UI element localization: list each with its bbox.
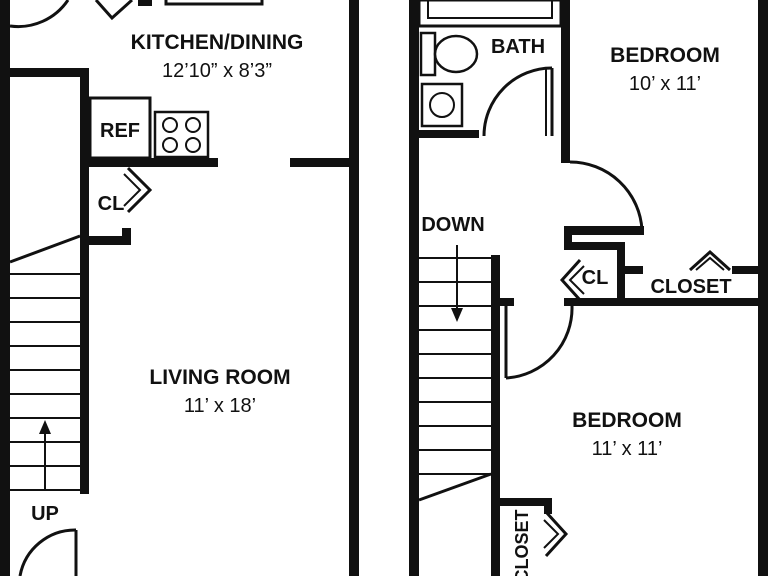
second-floor: BATH CL CLOSET xyxy=(409,0,768,576)
bedroom-lower-door xyxy=(500,298,574,380)
kitchen-dining-label: KITCHEN/DINING xyxy=(131,31,304,54)
bath-label: BATH xyxy=(491,36,545,58)
closet-left-label: CL xyxy=(98,193,125,215)
bedroom-lower-label: BEDROOM xyxy=(572,409,682,432)
wall-stair-enclosure xyxy=(80,68,89,248)
bathtub xyxy=(417,0,563,28)
stove xyxy=(153,110,210,159)
bath-door xyxy=(482,66,554,137)
living-room-dims: 11’ x 18’ xyxy=(184,395,256,417)
closet-upper: CLOSET xyxy=(650,249,732,298)
wall-right-exterior xyxy=(349,0,359,576)
wall-hall-closet-left xyxy=(564,226,572,248)
wall-closet-upper-jamb xyxy=(617,266,643,274)
down-arrow-icon xyxy=(451,308,463,322)
door-bottom-left xyxy=(18,528,78,576)
closet-lower: CLOSET xyxy=(500,498,569,576)
wall-kitchen-counter xyxy=(88,158,218,167)
wall-hall-closet-inner xyxy=(564,242,624,250)
sink xyxy=(420,82,464,128)
wall-bath-right xyxy=(561,0,570,163)
bedroom-upper-door xyxy=(569,160,644,231)
closet-hall-label: CL xyxy=(582,267,609,289)
wall-closet-bottom xyxy=(88,236,131,245)
wall-bedroom-lower-top xyxy=(564,298,762,306)
closet-upper-label: CLOSET xyxy=(650,276,731,298)
closet-hall: CL xyxy=(559,258,609,302)
first-floor: REF CL xyxy=(0,0,359,576)
counter-top xyxy=(94,0,264,21)
closet-lower-label: CLOSET xyxy=(512,509,532,576)
toilet xyxy=(419,31,479,77)
wall-stair-right-2 xyxy=(491,255,500,576)
wall-kitchen-left xyxy=(0,68,88,77)
refrigerator: REF xyxy=(88,96,152,160)
wall-left-exterior xyxy=(0,0,10,576)
ref-label: REF xyxy=(100,120,140,142)
wall-closet-upper-jamb-right xyxy=(732,266,762,274)
door-top-left xyxy=(9,0,70,29)
closet-left: CL xyxy=(98,166,153,215)
wall-right-exterior-2 xyxy=(758,0,768,576)
stairs-down: DOWN xyxy=(418,214,500,576)
wall-kitchen-right xyxy=(290,158,350,167)
wall-left-exterior-2 xyxy=(409,0,419,576)
wall-closet-jamb xyxy=(122,228,131,245)
wall-stair-right xyxy=(80,248,89,494)
bedroom-upper-label: BEDROOM xyxy=(610,44,720,67)
stairs-up-label: UP xyxy=(31,503,59,525)
kitchen-dining-dims: 12’10” x 8’3” xyxy=(162,60,272,82)
living-room-label: LIVING ROOM xyxy=(149,366,290,389)
wall-bath-bottom xyxy=(419,130,479,138)
stairs-up: UP xyxy=(9,234,81,525)
wall-hall-closet-top xyxy=(564,226,644,235)
stairs-down-label: DOWN xyxy=(421,214,484,236)
bedroom-lower-dims: 11’ x 11’ xyxy=(592,438,663,460)
up-arrow-icon xyxy=(39,420,51,434)
bedroom-upper-dims: 10’ x 11’ xyxy=(629,73,701,95)
